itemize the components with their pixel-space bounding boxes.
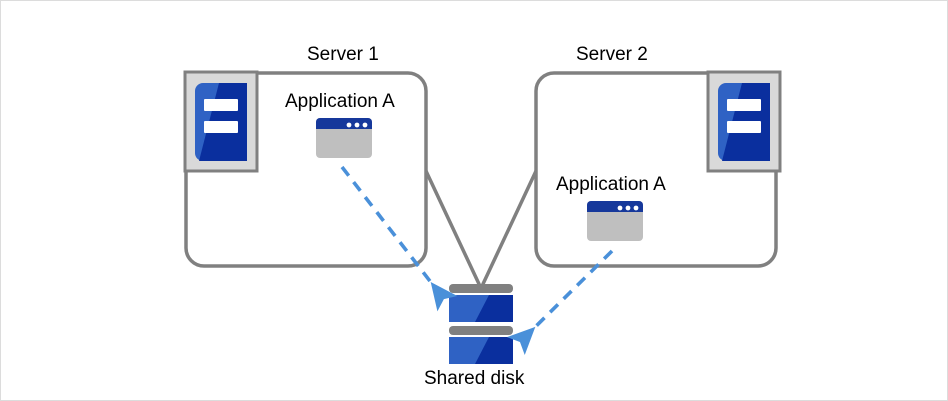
- application-window-icon: [587, 201, 643, 241]
- connector-server2-to-disk: [481, 169, 538, 286]
- server-icon: [706, 70, 782, 173]
- access-arrow-server1: [340, 165, 458, 312]
- server-1-application-label: Application A: [285, 91, 395, 112]
- disk-stack-icon: [449, 284, 513, 364]
- server-1-title: Server 1: [307, 44, 379, 65]
- access-arrow-server2: [507, 249, 614, 356]
- application-window-icon: [316, 118, 372, 158]
- server-2-title: Server 2: [576, 44, 648, 65]
- connector-lines: [424, 169, 538, 286]
- shared-disk-label: Shared disk: [424, 368, 525, 389]
- server-2-application-label: Application A: [556, 174, 666, 195]
- server-icon: [183, 70, 259, 173]
- access-arrows: [340, 165, 614, 356]
- connector-server1-to-disk: [424, 169, 481, 286]
